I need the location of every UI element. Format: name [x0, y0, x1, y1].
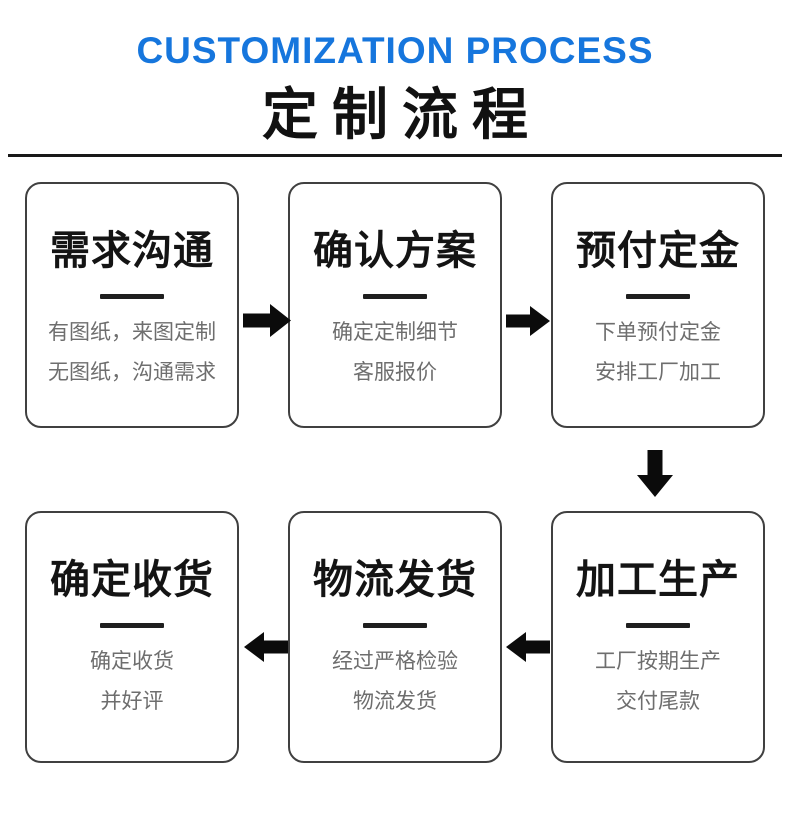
step-box-confirm-plan: 确认方案 确定定制细节 客服报价 [288, 182, 502, 428]
step-description-line: 确定定制细节 [332, 321, 458, 344]
title-divider [8, 154, 782, 157]
arrow-left-icon [244, 632, 288, 662]
step-title-underline [100, 294, 164, 299]
step-title: 确定收货 [50, 557, 214, 602]
step-description: 确定收货 并好评 [90, 642, 174, 722]
step-description-line: 无图纸，沟通需求 [48, 361, 216, 384]
step-title-underline [363, 623, 427, 628]
step-box-logistics-shipping: 物流发货 经过严格检验 物流发货 [288, 511, 502, 763]
step-title: 物流发货 [313, 557, 477, 602]
step-description-line: 交付尾款 [616, 690, 700, 713]
page-title-chinese: 定制流程 [262, 85, 542, 147]
step-title: 确认方案 [313, 228, 477, 273]
step-box-prepay-deposit: 预付定金 下单预付定金 安排工厂加工 [551, 182, 765, 428]
step-description-line: 并好评 [100, 690, 164, 713]
arrow-right-icon [506, 306, 550, 336]
step-box-demand-communication: 需求沟通 有图纸，来图定制 无图纸，沟通需求 [25, 182, 239, 428]
arrow-right-icon [243, 304, 291, 337]
arrow-down-icon [637, 450, 673, 497]
step-description: 工厂按期生产 交付尾款 [595, 642, 721, 722]
step-description-line: 有图纸，来图定制 [48, 321, 216, 344]
page-title-english: CUSTOMIZATION PROCESS [136, 30, 654, 71]
step-box-processing-production: 加工生产 工厂按期生产 交付尾款 [551, 511, 765, 763]
arrow-left-icon [506, 632, 550, 662]
step-description-line: 经过严格检验 [332, 650, 458, 673]
step-title-underline [626, 623, 690, 628]
step-box-confirm-receipt: 确定收货 确定收货 并好评 [25, 511, 239, 763]
step-description: 经过严格检验 物流发货 [332, 642, 458, 722]
step-description: 确定定制细节 客服报价 [332, 313, 458, 393]
step-title: 需求沟通 [50, 228, 214, 273]
step-title-underline [363, 294, 427, 299]
step-description-line: 客服报价 [353, 361, 437, 384]
step-description-line: 确定收货 [90, 650, 174, 673]
step-title-underline [100, 623, 164, 628]
step-title: 预付定金 [576, 228, 740, 273]
step-description-line: 安排工厂加工 [595, 361, 721, 384]
step-description-line: 工厂按期生产 [595, 650, 721, 673]
step-description: 有图纸，来图定制 无图纸，沟通需求 [48, 313, 216, 393]
step-description: 下单预付定金 安排工厂加工 [595, 313, 721, 393]
step-title: 加工生产 [576, 557, 740, 602]
step-description-line: 下单预付定金 [595, 321, 721, 344]
step-title-underline [626, 294, 690, 299]
step-description-line: 物流发货 [353, 690, 437, 713]
